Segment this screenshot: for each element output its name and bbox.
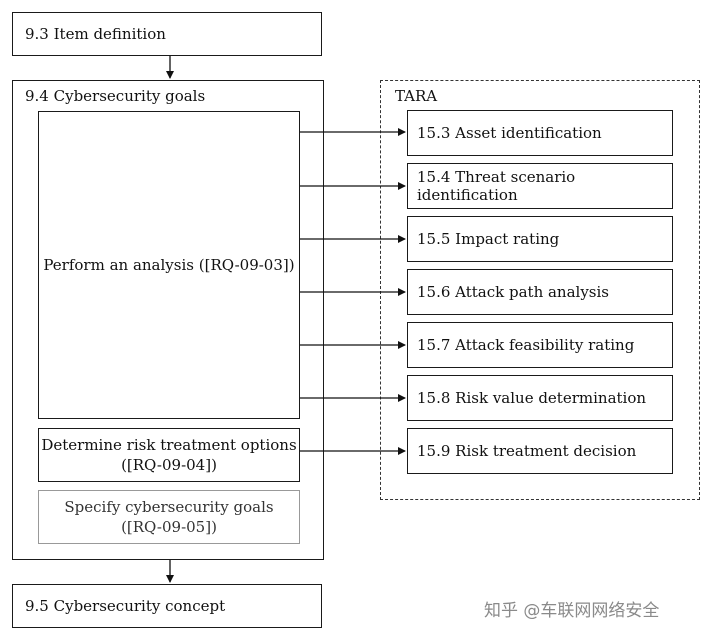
- determine-risk-treatment-label-line1: Determine risk treatment options: [41, 436, 297, 454]
- tara-step-label: 15.8 Risk value determination: [417, 389, 647, 407]
- tara-step-label: 15.4 Threat scenario identification: [417, 168, 576, 204]
- tara-step-impact-rating: 15.5 Impact rating: [407, 216, 673, 262]
- tara-step-label: 15.7 Attack feasibility rating: [417, 336, 635, 354]
- cybersecurity-concept-box: 9.5 Cybersecurity concept: [12, 584, 322, 628]
- cybersecurity-concept-label: 9.5 Cybersecurity concept: [25, 597, 226, 615]
- tara-step-attack-path-analysis: 15.6 Attack path analysis: [407, 269, 673, 315]
- tara-step-risk-treatment-decision: 15.9 Risk treatment decision: [407, 428, 673, 474]
- perform-analysis-label: Perform an analysis ([RQ-09-03]): [43, 256, 295, 274]
- perform-analysis-box: Perform an analysis ([RQ-09-03]): [38, 111, 300, 419]
- watermark: 知乎 @车联网网络安全: [484, 601, 660, 621]
- tara-step-asset-identification: 15.3 Asset identification: [407, 110, 673, 156]
- item-definition-label: 9.3 Item definition: [25, 25, 166, 43]
- tara-step-risk-value-determination: 15.8 Risk value determination: [407, 375, 673, 421]
- item-definition-box: 9.3 Item definition: [12, 12, 322, 56]
- cybersecurity-goals-title: 9.4 Cybersecurity goals: [25, 87, 206, 105]
- determine-risk-treatment-box: Determine risk treatment options ([RQ-09…: [38, 428, 300, 482]
- tara-step-label: 15.9 Risk treatment decision: [417, 442, 637, 460]
- specify-cybersecurity-goals-label-line2: ([RQ-09-05]): [121, 518, 217, 536]
- tara-step-threat-scenario-identification: 15.4 Threat scenario identification: [407, 163, 673, 209]
- determine-risk-treatment-label-line2: ([RQ-09-04]): [121, 456, 217, 474]
- tara-title: TARA: [395, 87, 438, 105]
- tara-step-label: 15.5 Impact rating: [417, 230, 560, 248]
- tara-step-label: 15.6 Attack path analysis: [417, 283, 610, 301]
- specify-cybersecurity-goals-label-line1: Specify cybersecurity goals: [64, 498, 274, 516]
- tara-step-attack-feasibility-rating: 15.7 Attack feasibility rating: [407, 322, 673, 368]
- tara-container: TARA: [380, 80, 700, 500]
- tara-step-label: 15.3 Asset identification: [417, 124, 602, 142]
- specify-cybersecurity-goals-box: Specify cybersecurity goals ([RQ-09-05]): [38, 490, 300, 544]
